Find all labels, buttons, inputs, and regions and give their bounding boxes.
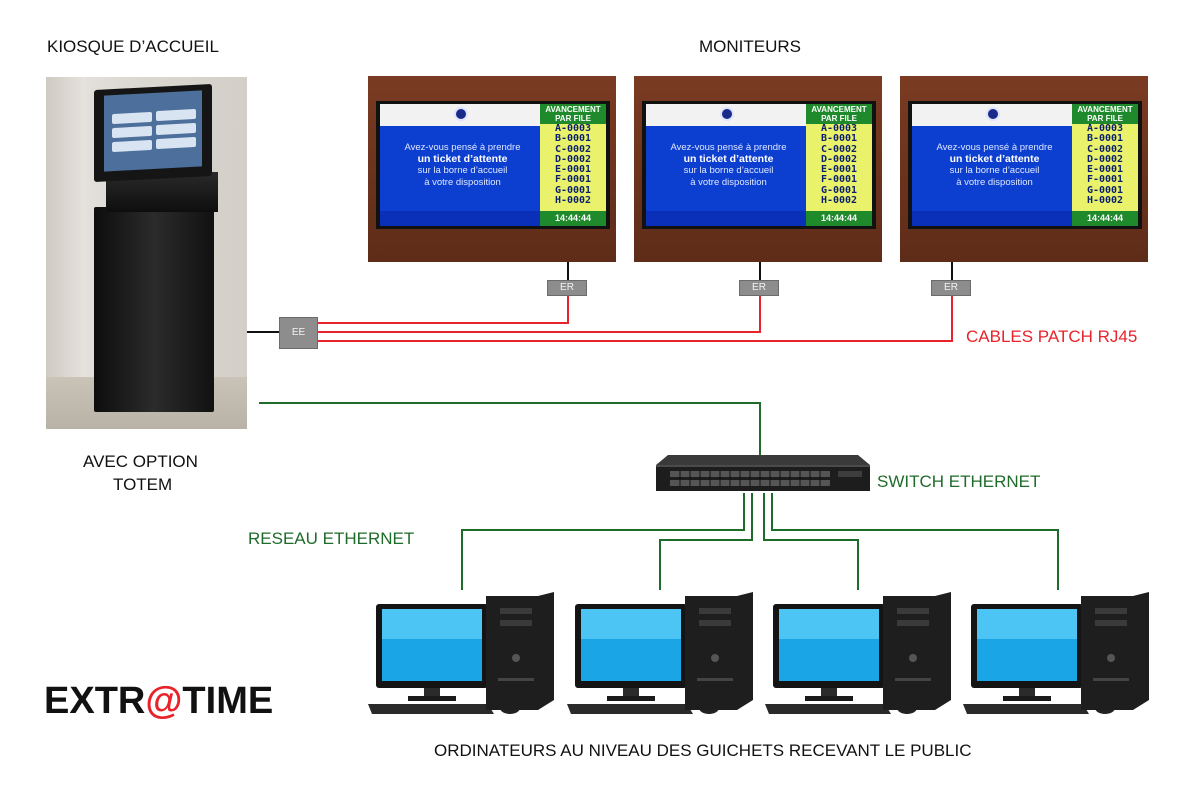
queue-ticket: E-0001: [554, 164, 592, 176]
monitors-title: MONITEURS: [699, 37, 801, 56]
queue-ticket: D-0002: [554, 153, 592, 165]
queue-ticket: A-0003: [554, 123, 592, 134]
desktop-computer-icon: [963, 592, 1149, 714]
brand-logo-part: EXTR: [44, 680, 146, 722]
network-label: RESEAU ETHERNET: [248, 529, 415, 548]
queue-ticket: C-0002: [1086, 143, 1124, 155]
queue-ticket: F-0001: [1086, 174, 1124, 186]
switch-label: SWITCH ETHERNET: [877, 472, 1041, 491]
brand-logo-part: TIME: [182, 680, 274, 722]
ee-connector-box: EE: [279, 317, 318, 349]
kiosk-icon: [46, 77, 247, 429]
monitor-clock: 14:44:44: [806, 211, 872, 226]
monitor-message-line: sur la borne d’accueil: [417, 165, 508, 176]
monitor-icon: Avez-vous pensé à prendre un ticket d’at…: [634, 76, 882, 262]
queue-ticket: G-0001: [554, 184, 592, 196]
desktop-computer-icon: [765, 592, 951, 714]
queue-ticket: B-0001: [554, 133, 592, 145]
monitor-clock: 14:44:44: [1072, 211, 1138, 226]
monitor-message-line: sur la borne d’accueil: [949, 165, 1040, 176]
queue-ticket: B-0001: [1086, 133, 1124, 145]
er-connector-box: ER: [931, 280, 971, 296]
queue-ticket: E-0001: [1086, 164, 1124, 176]
queue-ticket: F-0001: [554, 174, 592, 186]
monitor-message-line: à votre disposition: [690, 176, 767, 188]
queue-ticket: C-0002: [554, 143, 592, 155]
brand-logo: EXTR@TIME: [44, 680, 273, 723]
monitor-message-line: Avez-vous pensé à prendre: [670, 142, 787, 153]
monitor-icon: Avez-vous pensé à prendre un ticket d’at…: [368, 76, 616, 262]
queue-ticket: G-0001: [1086, 184, 1124, 196]
queue-ticket: C-0002: [820, 143, 858, 155]
queue-ticket: G-0001: [820, 184, 858, 196]
kiosk-title: KIOSQUE D’ACCUEIL: [47, 37, 219, 56]
queue-ticket: E-0001: [820, 164, 858, 176]
monitor-message-line: un ticket d’attente: [683, 152, 774, 165]
queue-ticket: A-0003: [820, 123, 858, 134]
monitor-message-line: Avez-vous pensé à prendre: [936, 142, 1053, 153]
ethernet-lines: [259, 402, 1059, 590]
monitor-message-line: à votre disposition: [956, 176, 1033, 188]
queue-header: AVANCEMENT PAR FILE: [1072, 104, 1138, 124]
er-connector-box: ER: [739, 280, 779, 296]
monitor-message-line: un ticket d’attente: [417, 152, 508, 165]
queue-ticket: D-0002: [1086, 153, 1124, 165]
queue-ticket: F-0001: [820, 174, 858, 186]
monitor-clock: 14:44:44: [540, 211, 606, 226]
brand-logo-at: @: [145, 680, 183, 722]
totem-label-line2: TOTEM: [113, 475, 173, 494]
computers-caption: ORDINATEURS AU NIVEAU DES GUICHETS RECEV…: [434, 741, 972, 760]
rj45-cables: [318, 296, 953, 342]
er-connector-box: ER: [547, 280, 587, 296]
totem-label-line1: AVEC OPTION: [83, 452, 198, 471]
desktop-computer-icon: [368, 592, 554, 714]
ethernet-switch-icon: [656, 455, 870, 491]
monitor-icon: Avez-vous pensé à prendre un ticket d’at…: [900, 76, 1148, 262]
monitor-message-line: sur la borne d’accueil: [683, 165, 774, 176]
monitor-message-line: à votre disposition: [424, 176, 501, 188]
queue-header: AVANCEMENT PAR FILE: [806, 104, 872, 124]
queue-header: AVANCEMENT PAR FILE: [540, 104, 606, 124]
queue-ticket: A-0003: [1086, 123, 1124, 134]
queue-ticket: D-0002: [820, 153, 858, 165]
desktop-computer-icon: [567, 592, 753, 714]
queue-ticket: H-0002: [820, 195, 858, 207]
queue-ticket: H-0002: [554, 195, 592, 207]
queue-ticket: H-0002: [1086, 195, 1124, 207]
monitor-message-line: un ticket d’attente: [949, 152, 1040, 165]
monitor-message-line: Avez-vous pensé à prendre: [404, 142, 521, 153]
queue-ticket: B-0001: [820, 133, 858, 145]
cables-label: CABLES PATCH RJ45: [966, 327, 1138, 346]
